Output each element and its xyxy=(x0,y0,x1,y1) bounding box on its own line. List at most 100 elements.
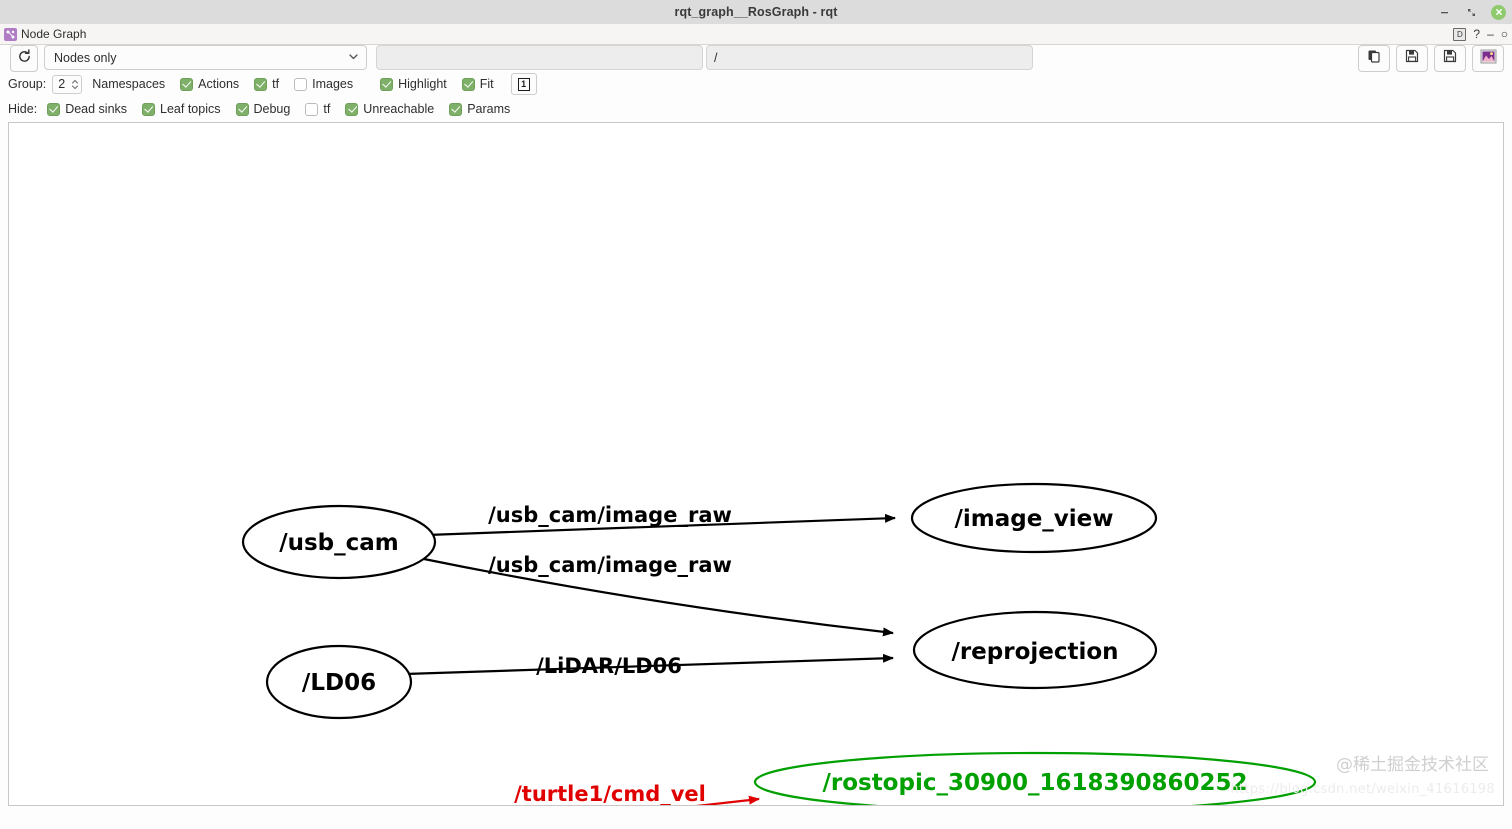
checkbox-leaf-topics[interactable]: Leaf topics xyxy=(142,102,221,116)
checkbox-debug[interactable]: Debug xyxy=(235,102,290,116)
topic-filter-value: / xyxy=(714,50,718,65)
copy-to-clipboard-button[interactable] xyxy=(1358,45,1390,72)
undock-icon[interactable]: D xyxy=(1453,27,1467,41)
spinner-arrows-icon[interactable] xyxy=(71,76,79,93)
window-minimize-button[interactable] xyxy=(1437,5,1452,20)
plugin-tab-bar: Node Graph D ? – ○ xyxy=(0,24,1512,45)
node-reprojection-ellipse[interactable] xyxy=(912,610,1158,690)
checkbox-highlight[interactable]: Highlight xyxy=(380,77,447,91)
checkbox-actions-label: Actions xyxy=(198,77,240,91)
refresh-icon xyxy=(17,48,32,69)
node-reprojection[interactable]: /reprojection xyxy=(912,610,1158,690)
save-as-image-button[interactable] xyxy=(1434,45,1466,72)
graph-type-select[interactable]: Nodes only xyxy=(44,45,367,70)
checkbox-actions-box[interactable] xyxy=(180,77,194,91)
edge-label-turtle1-cmd-vel-red: /turtle1/cmd_vel xyxy=(514,782,706,805)
graph-edge-labels: /usb_cam/image_raw /usb_cam/image_raw /L… xyxy=(488,503,732,805)
edge-ld06-reprojection[interactable] xyxy=(404,653,894,676)
checkbox-leaf-topics-box[interactable] xyxy=(142,102,156,116)
checkbox-fit-box[interactable] xyxy=(461,77,475,91)
edge-usb_cam-reprojection[interactable] xyxy=(418,556,894,637)
graph-nodes: /usb_cam /image_view /LD06 /reprojection… xyxy=(241,482,1317,805)
fit-in-view-icon: 1 xyxy=(517,77,530,91)
node-usb_cam-label: /usb_cam xyxy=(279,530,399,556)
chevron-down-icon xyxy=(347,50,360,66)
edge-label-lidar-ld06: /LiDAR/LD06 xyxy=(536,654,682,678)
save-icon xyxy=(1404,48,1420,69)
save-as-dot-button[interactable] xyxy=(1396,45,1428,72)
tab-node-graph[interactable]: Node Graph xyxy=(0,24,92,44)
watermark-url: https://blog.csdn.net/weixin_41616198 xyxy=(1230,782,1495,797)
node-ld06-label: /LD06 xyxy=(302,670,376,696)
checkbox-fit[interactable]: Fit xyxy=(461,77,494,91)
checkbox-actions[interactable]: Actions xyxy=(180,77,239,91)
node-graph-icon xyxy=(4,27,17,41)
checkbox-images-label: Images xyxy=(312,77,354,91)
group-label: Group: xyxy=(8,77,47,91)
checkbox-dead-sinks-box[interactable] xyxy=(47,102,61,116)
checkbox-params[interactable]: Params xyxy=(449,102,510,116)
topic-filter-input[interactable]: / xyxy=(706,45,1033,70)
node-usb_cam-ellipse[interactable] xyxy=(241,504,437,580)
refresh-button[interactable] xyxy=(10,45,38,72)
checkbox-debug-box[interactable] xyxy=(235,102,249,116)
graph-canvas[interactable]: /usb_cam/image_raw /usb_cam/image_raw /L… xyxy=(8,122,1504,806)
checkbox-images[interactable]: Images xyxy=(294,77,353,91)
node-ld06-ellipse[interactable] xyxy=(265,644,413,720)
checkbox-unreachable-box[interactable] xyxy=(345,102,359,116)
fit-in-view-button[interactable]: 1 xyxy=(510,73,537,95)
checkbox-leaf-topics-label: Leaf topics xyxy=(160,102,221,116)
graph-toolbar: Nodes only / xyxy=(0,45,1512,72)
node-rostopic-ellipse[interactable] xyxy=(753,751,1317,805)
checkbox-namespaces[interactable]: Namespaces xyxy=(92,77,165,91)
picture-icon xyxy=(1480,49,1497,69)
checkbox-tf[interactable]: tf xyxy=(254,77,279,91)
node-image_view[interactable]: /image_view xyxy=(910,482,1158,554)
checkbox-tf-label: tf xyxy=(272,77,280,91)
ros-graph-svg[interactable]: /usb_cam/image_raw /usb_cam/image_raw /L… xyxy=(9,123,1503,805)
checkbox-highlight-box[interactable] xyxy=(380,77,394,91)
node-usb_cam[interactable]: /usb_cam xyxy=(241,504,437,580)
panel-minimize-icon[interactable]: – xyxy=(1487,27,1494,41)
edge-teleop-rostopic[interactable] xyxy=(456,795,760,805)
edge-usb_cam-image_view[interactable] xyxy=(426,513,896,537)
node-image_view-label: /image_view xyxy=(954,506,1113,532)
checkbox-highlight-label: Highlight xyxy=(398,77,447,91)
node-reprojection-label: /reprojection xyxy=(951,639,1118,665)
tab-label: Node Graph xyxy=(21,27,87,41)
checkbox-unreachable[interactable]: Unreachable xyxy=(345,102,434,116)
checkbox-images-box[interactable] xyxy=(294,77,308,91)
hide-options-row: Hide: Dead sinks Leaf topics Debug tf Un… xyxy=(8,100,525,118)
panel-close-icon[interactable]: ○ xyxy=(1500,27,1508,41)
graph-options-row: Group: 2 Namespaces Actions tf Images xyxy=(8,73,537,95)
group-spinbox[interactable]: 2 xyxy=(52,74,83,94)
window-title-bar: rqt_graph__RosGraph - rqt xyxy=(0,0,1512,25)
window-title: rqt_graph__RosGraph - rqt xyxy=(674,5,838,19)
node-ld06[interactable]: /LD06 xyxy=(265,644,413,720)
checkbox-params-box[interactable] xyxy=(449,102,463,116)
checkbox-dead-sinks[interactable]: Dead sinks xyxy=(47,102,127,116)
window-controls xyxy=(1437,0,1506,24)
checkbox-tf-box[interactable] xyxy=(254,77,268,91)
panel-controls: D ? – ○ xyxy=(1453,24,1508,44)
checkbox-namespaces-label: Namespaces xyxy=(92,77,166,91)
checkbox-hide-tf-box[interactable] xyxy=(305,102,319,116)
filter-input[interactable] xyxy=(376,45,703,70)
watermark-text: @稀土掘金技术社区 xyxy=(1336,755,1489,775)
edge-label-usb-cam-image-raw-1: /usb_cam/image_raw xyxy=(488,503,732,527)
checkbox-params-label: Params xyxy=(467,102,511,116)
hide-label: Hide: xyxy=(8,102,38,116)
copy-icon xyxy=(1366,48,1382,69)
checkbox-unreachable-label: Unreachable xyxy=(363,102,435,116)
help-icon[interactable]: ? xyxy=(1473,27,1481,41)
node-rostopic[interactable]: /rostopic_30900_1618390860252 xyxy=(753,751,1317,805)
window-maximize-button[interactable] xyxy=(1464,5,1479,20)
graph-type-value: Nodes only xyxy=(54,50,117,65)
node-rostopic-label: /rostopic_30900_1618390860252 xyxy=(822,770,1247,796)
window-close-button[interactable] xyxy=(1491,4,1506,20)
checkbox-hide-tf[interactable]: tf xyxy=(305,102,330,116)
checkbox-dead-sinks-label: Dead sinks xyxy=(65,102,128,116)
image-preview-button[interactable] xyxy=(1472,45,1504,72)
node-image_view-ellipse[interactable] xyxy=(910,482,1158,554)
